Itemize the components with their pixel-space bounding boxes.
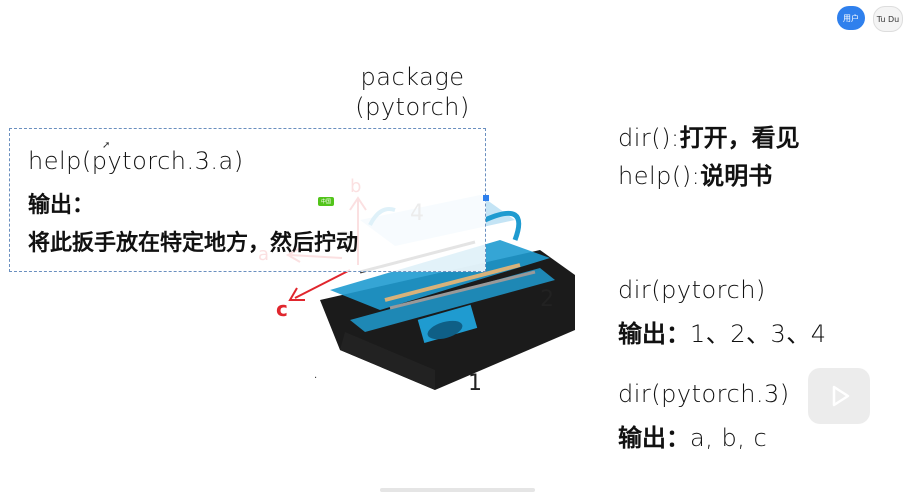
- cursor-mark-icon: ·: [314, 373, 318, 384]
- popover-tag: 中国: [318, 197, 334, 206]
- toolbox-tray-top: [330, 240, 550, 310]
- toolbox-number-2: 2: [540, 287, 554, 312]
- toolbox-tray-mid: [350, 268, 555, 332]
- package-title: package (pytorch): [340, 62, 485, 122]
- note-output1-value: 1、2、3、4: [690, 320, 827, 348]
- play-button[interactable]: [808, 368, 870, 424]
- note-output1: 输出：1、2、3、4: [618, 314, 827, 349]
- mouse-cursor-icon: ➚: [102, 140, 111, 151]
- note-help-prefix: help():: [618, 162, 701, 190]
- note-dir-pytorch: dir(pytorch): [618, 276, 766, 304]
- top-controls: 用户 Tu Du: [837, 6, 903, 32]
- note-output1-label: 输出：: [618, 320, 690, 348]
- note-dir-pytorch3: dir(pytorch.3): [618, 380, 790, 408]
- note-help-cn: 说明书: [700, 162, 773, 190]
- note-output2-label: 输出：: [618, 424, 690, 452]
- secondary-avatar-button[interactable]: Tu Du: [873, 6, 903, 32]
- user-avatar-button[interactable]: 用户: [837, 6, 865, 30]
- package-line2: (pytorch): [355, 93, 470, 121]
- help-output-label: 输出：: [28, 193, 95, 218]
- bottom-scroll-bar[interactable]: [380, 488, 535, 492]
- package-line1: package: [360, 63, 465, 91]
- annotation-c: c: [276, 297, 288, 320]
- play-icon: [832, 385, 850, 407]
- note-output2-value: a, b, c: [690, 424, 768, 452]
- note-dir: dir():打开，看见: [618, 118, 800, 153]
- toolbox-number-1: 1: [468, 371, 482, 396]
- note-dir-prefix: dir():: [618, 124, 680, 152]
- help-description: 将此扳手放在特定地方，然后拧动: [28, 231, 359, 256]
- note-help: help():说明书: [618, 156, 772, 191]
- note-dir-cn: 打开，看见: [679, 124, 800, 152]
- help-code: help(pytorch.3.a): [28, 147, 244, 175]
- help-popover[interactable]: help(pytorch.3.a) 输出： 将此扳手放在特定地方，然后拧动 中国: [9, 128, 489, 272]
- resize-handle-right[interactable]: [483, 195, 489, 201]
- note-output2: 输出：a, b, c: [618, 418, 767, 453]
